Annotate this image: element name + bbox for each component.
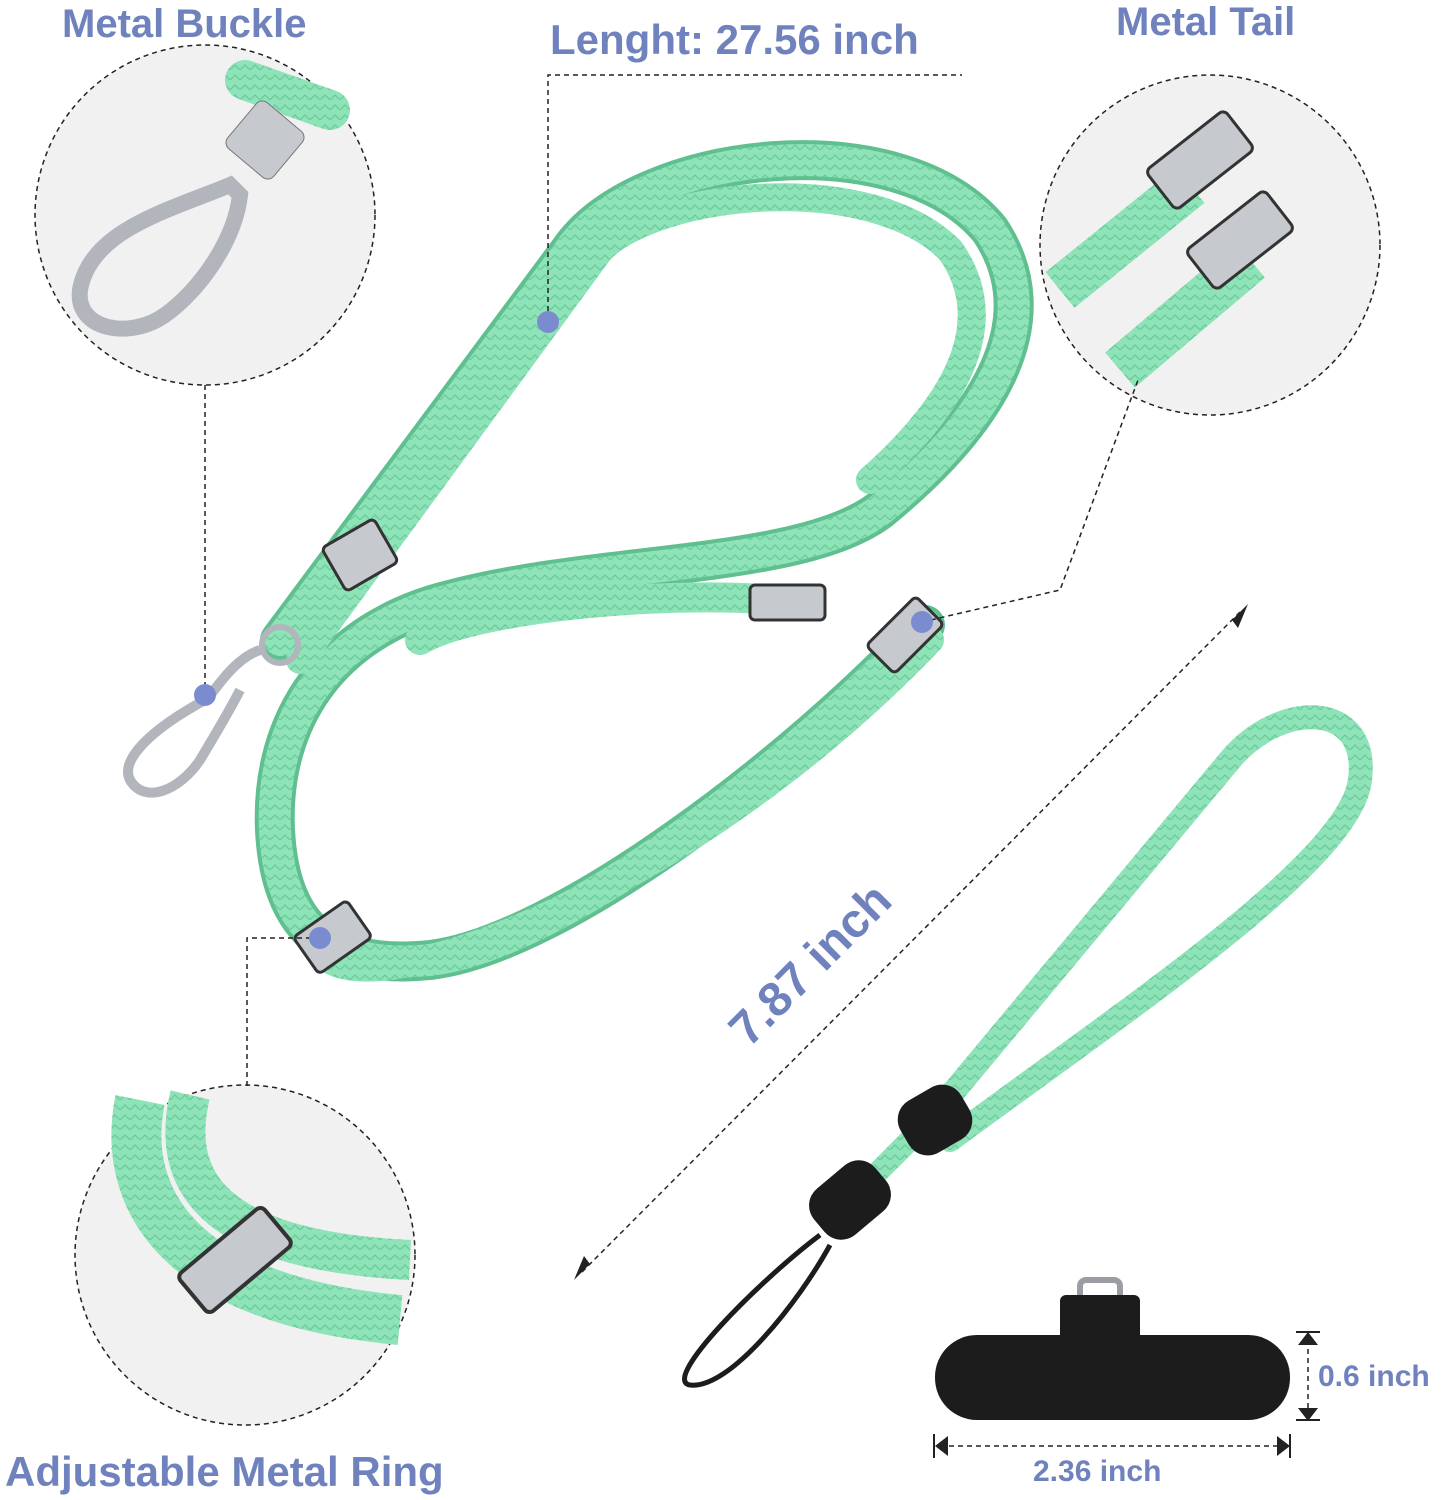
pad-height-label: 0.6 inch xyxy=(1318,1360,1430,1393)
adjustable-ring-detail-circle xyxy=(74,1084,416,1426)
ring-marker xyxy=(309,927,331,949)
pad-width-label: 2.36 inch xyxy=(1033,1455,1162,1488)
tail-marker xyxy=(911,611,933,633)
buckle-marker xyxy=(194,684,216,706)
length-label: Lenght: 27.56 inch xyxy=(550,16,919,63)
callout-lines xyxy=(204,74,1309,1447)
metal-buckle-label: Metal Buckle xyxy=(62,2,307,46)
phone-tether-pad xyxy=(935,1277,1290,1420)
adjustable-ring-label: Adjustable Metal Ring xyxy=(5,1448,444,1495)
callout-markers xyxy=(194,311,933,949)
metal-tail-detail-circle xyxy=(1039,74,1381,416)
wrist-strap xyxy=(682,705,1373,1388)
length-marker xyxy=(537,311,559,333)
long-lanyard xyxy=(123,140,1034,982)
dimension-arrows xyxy=(574,604,1320,1458)
metal-tail-label: Metal Tail xyxy=(1116,0,1296,44)
metal-buckle-detail-circle xyxy=(34,44,376,386)
